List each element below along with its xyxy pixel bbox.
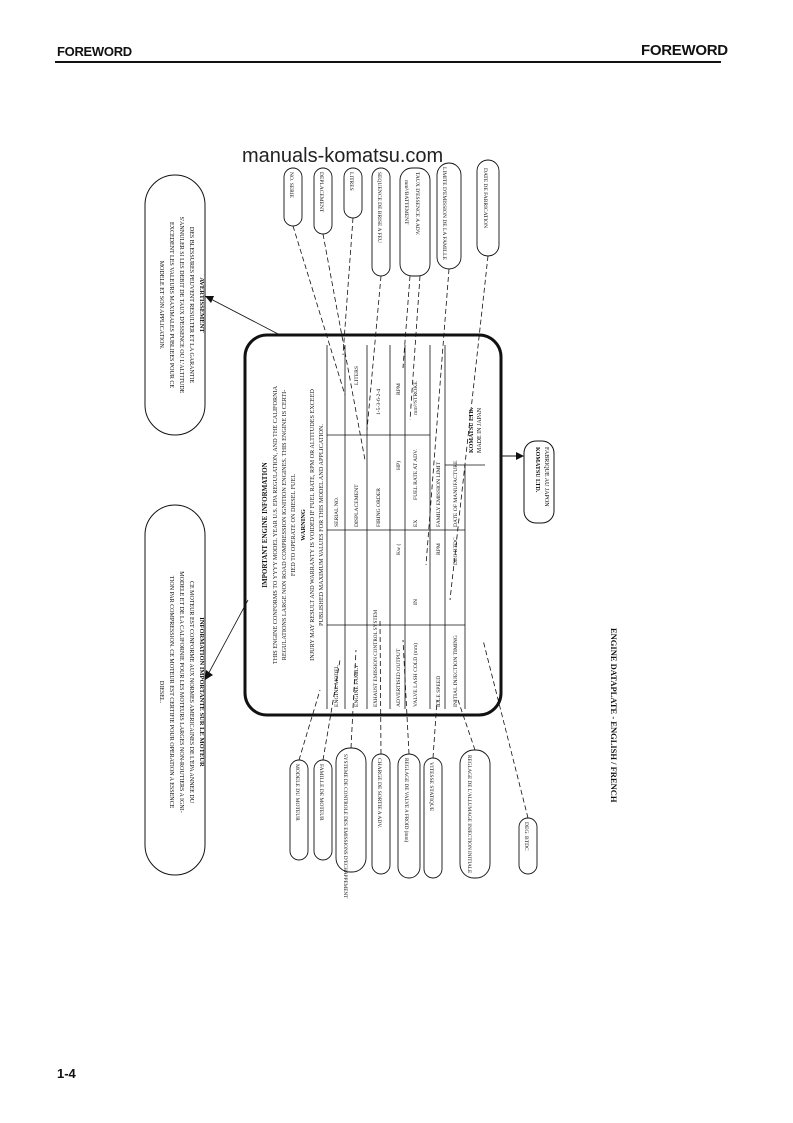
label-charge-sortie: CHARGE DE SORTIE A ADV. — [376, 758, 382, 829]
bottom-labels: MODELE DU MOTEUR FAMILLE DE MOTEUR SYSTE… — [289, 747, 538, 899]
maker-fr-line2: FABRIQUE AU JAPON — [543, 447, 549, 507]
warning-fr-line2: S'ANNULER SI LES DEBIT DE TAUX D'ESSENCE… — [178, 217, 184, 394]
label-famille-moteur: FAMILLE DE MOTEUR — [318, 764, 324, 821]
warning-fr-line1: DES BLESSURES PEUVENT RESULTER ET LA GAR… — [188, 227, 194, 384]
info-fr-line2: MODELE ET DE LA CALIFORNIE POUR LES MOTE… — [178, 571, 184, 812]
plate-made-in: MADE IN JAPAN — [477, 407, 483, 453]
header-right-title: FOREWORD — [641, 42, 728, 59]
cell-serial-no: SERIAL NO. — [334, 496, 340, 527]
cell-firing-order-value: 1-5-3-6-2-4 — [376, 389, 382, 415]
page-number: 1-4 — [57, 1066, 76, 1081]
cell-deg-btdc: DEG BTDC — [453, 537, 459, 565]
label-limite-emission: LIMITE D'EMISSION DE LA FAMILLE — [441, 167, 447, 260]
plate-text-2: REGULATIONS LARGE NON ROAD COMPRESSION I… — [281, 390, 288, 661]
plate-table-grid — [326, 345, 485, 709]
label-deg-btdc: DEG. BTDC — [523, 822, 529, 851]
label-deplacement: DEPLACEMENT — [318, 172, 324, 213]
cell-idle-speed: IDLE SPEED — [436, 676, 442, 707]
cell-ex: EX — [413, 520, 419, 527]
label-no-serie: NO. SERIE — [288, 172, 294, 199]
cell-engine-family: ENGINE FAMILY — [354, 664, 360, 707]
label-reglage-valve: REGLAGE DE VALVE A FROID (mm) — [403, 758, 410, 842]
label-taux-essence: TAUX D'ESSENCE A ADV. — [414, 172, 420, 236]
warning-fr-leader — [204, 295, 281, 336]
cell-family-emission: FAMILY EMISSION LIMIT — [436, 461, 442, 527]
maker-fr-line1: KOMATSU LTD. — [534, 447, 540, 493]
cell-idle-rpm: RPM — [436, 543, 442, 555]
label-date-fabrication: DATE DE FABRICATION — [482, 168, 488, 228]
cell-firing-order: FIRING ORDER — [376, 488, 382, 527]
maker-arrowhead — [516, 452, 524, 460]
label-reglage-allumage: REGLAGE DE L'ALLUMAGE INJECTION INITIALE — [466, 755, 472, 873]
warning-fr-box — [144, 174, 206, 436]
info-fr-box — [144, 504, 206, 876]
dataplate-content: IMPORTANT ENGINE INFORMATION THIS ENGINE… — [261, 345, 485, 709]
top-labels: NO. SERIE DEPLACEMENT LITRES SEQUENCE DE… — [283, 159, 500, 277]
cell-kw: Kw ( — [395, 544, 402, 555]
maker-fr-box — [523, 440, 555, 524]
cell-injection-timing: INITIAL INJECTION TIMING — [453, 635, 459, 707]
plate-title: IMPORTANT ENGINE INFORMATION — [261, 462, 269, 587]
cell-stroke: mm³/STROKE — [413, 381, 419, 415]
plate-warning-2: PUBLISHED MAXIMUM VALUES FOR THIS MODEL … — [318, 424, 325, 626]
warning-fr-line3: EXCEDENT LES VALEURS MAXIMALES PUBLIEES … — [168, 222, 174, 388]
top-leaders — [292, 217, 489, 601]
label-vitesse-statique: VITESSE STATIQUE — [428, 762, 434, 812]
cell-date-manufacture: DATE OF MANUFACTURE — [453, 460, 459, 527]
header-left-title: FOREWORD — [57, 44, 132, 59]
cell-displacement: DISPLACEMENT — [354, 484, 360, 527]
plate-warning-1: INJURY MAY RESULT AND WARRANTY IS VOIDED… — [309, 389, 316, 661]
warning-fr-arrowhead — [205, 296, 214, 303]
cell-engine-model: ENGINE MODEL — [334, 664, 340, 707]
cell-rpm: RPM — [396, 383, 402, 395]
label-sequence: SEQUENCE DE BRISE A FEU — [376, 172, 382, 243]
label-battement: mm³/BATTEMENT — [403, 180, 409, 225]
cell-hp: HP) — [395, 461, 402, 470]
info-fr-line1: CE MOTEUR EST CONFORME AUX NORMES AMERIC… — [188, 581, 194, 804]
plate-text-3: FIED TO OPERATE ON DIESEL FUEL — [290, 474, 297, 576]
cell-advertised-output: ADVERTISED OUTPUT — [396, 648, 402, 707]
label-modele-moteur: MODELE DU MOTEUR — [294, 764, 300, 821]
label-litres: LITRES — [348, 172, 354, 191]
cell-fuel-rate: FUEL RATE AT ADV. — [413, 449, 419, 500]
info-fr-text: INFORMATION IMPORTANTE SUR LE MOTEUR CE … — [158, 571, 205, 812]
header-rule — [55, 61, 721, 63]
cell-exhaust-emission: EXHAUST EMISSION CONTROL SYSTEM — [373, 609, 379, 707]
label-systeme-controle: SYSTEME DE CONTROLE DES EMISSIONS D'ECHA… — [342, 754, 348, 899]
cell-in: IN — [413, 599, 419, 605]
plate-text-1: THIS ENGINE CONFORMS TO YYYY MODEL YEAR … — [272, 385, 279, 664]
plate-maker: KOMATSU LTD. — [469, 407, 475, 453]
info-fr-arrowhead — [205, 670, 213, 680]
warning-fr-title: AVERTISSEMENT — [198, 277, 205, 333]
warning-fr-line4: MODELE ET SON APPLICATION. — [158, 261, 164, 350]
watermark: manuals-komatsu.com — [242, 145, 444, 167]
figure-caption: ENGINE DATAPLATE - ENGLISH / FRENCH — [609, 628, 619, 803]
cell-liters: LITERS — [354, 366, 360, 385]
cell-valve-lash: VALVE LASH COLD (mm) — [412, 643, 419, 707]
info-fr-line3: TION PAR COMPRESSION. CE MOTEUR EST CERT… — [168, 576, 174, 809]
info-fr-leader — [204, 599, 249, 681]
warning-fr-text: AVERTISSEMENT DES BLESSURES PEUVENT RESU… — [158, 217, 205, 394]
plate-warning-title: WARNING — [300, 509, 307, 541]
dataplate-frame — [243, 333, 503, 717]
info-fr-title: INFORMATION IMPORTANTE SUR LE MOTEUR — [198, 617, 205, 767]
bottom-leaders — [298, 619, 529, 819]
info-fr-line4: DIESEL. — [158, 681, 164, 704]
